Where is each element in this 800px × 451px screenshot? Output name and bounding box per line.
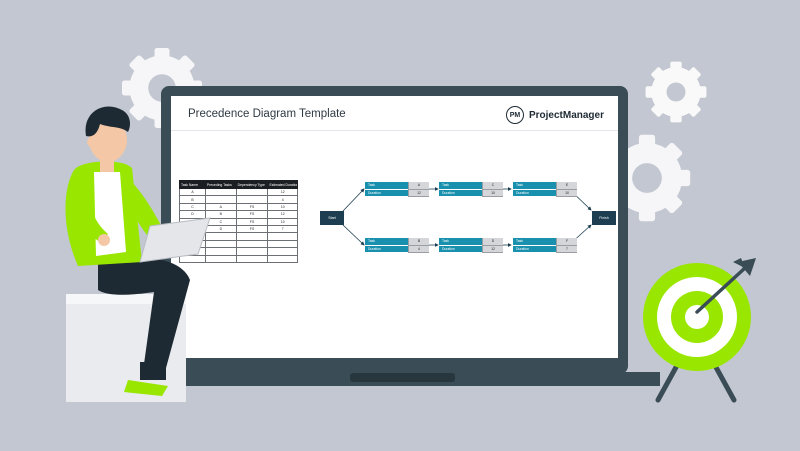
task-id: B xyxy=(408,238,429,246)
page-title: Precedence Diagram Template xyxy=(188,108,346,120)
task-duration: 10 xyxy=(556,189,577,197)
pm-logo-icon: PM xyxy=(505,106,524,124)
person xyxy=(65,106,211,396)
finish-node: Finish xyxy=(592,211,616,225)
duration-label: Duration xyxy=(365,189,408,197)
table-cell xyxy=(267,254,298,263)
arrow-icon xyxy=(695,258,756,314)
start-node: Start xyxy=(320,211,344,225)
duration-label: Duration xyxy=(513,189,556,197)
task-label: Task xyxy=(365,182,408,190)
task-label: Task xyxy=(513,182,556,190)
duration-label: Duration xyxy=(439,189,482,197)
task-duration: 7 xyxy=(556,245,577,253)
task-label: Task xyxy=(439,238,482,246)
task-id: F xyxy=(556,238,577,246)
diagram-connectors xyxy=(342,187,592,247)
task-label: Task xyxy=(439,182,482,190)
task-duration: 12 xyxy=(482,245,503,253)
task-id: A xyxy=(408,182,429,190)
gear-icon xyxy=(645,61,707,123)
table-cell xyxy=(179,254,206,263)
arrow-start-to-b xyxy=(342,224,365,246)
gear-icon xyxy=(603,134,691,222)
shoe xyxy=(124,380,168,396)
task-label: Task xyxy=(513,238,556,246)
task-duration: 10 xyxy=(482,189,503,197)
header-divider xyxy=(171,130,618,131)
laptop-notch xyxy=(350,373,455,382)
arrow-start-to-a xyxy=(342,188,365,212)
task-id: D xyxy=(482,238,503,246)
target-icon xyxy=(643,263,751,371)
table-row xyxy=(179,254,298,263)
duration-label: Duration xyxy=(513,245,556,253)
table-cell xyxy=(235,254,269,263)
duration-label: Duration xyxy=(365,245,408,253)
brand-name: ProjectManager xyxy=(528,109,604,121)
tablet-icon xyxy=(139,217,211,263)
task-label: Task xyxy=(365,238,408,246)
task-duration: 12 xyxy=(408,189,429,197)
brand-logo: PM ProjectManager xyxy=(505,104,604,126)
task-id: E xyxy=(556,182,577,190)
task-duration: 4 xyxy=(408,245,429,253)
task-id: C xyxy=(482,182,503,190)
duration-label: Duration xyxy=(439,245,482,253)
